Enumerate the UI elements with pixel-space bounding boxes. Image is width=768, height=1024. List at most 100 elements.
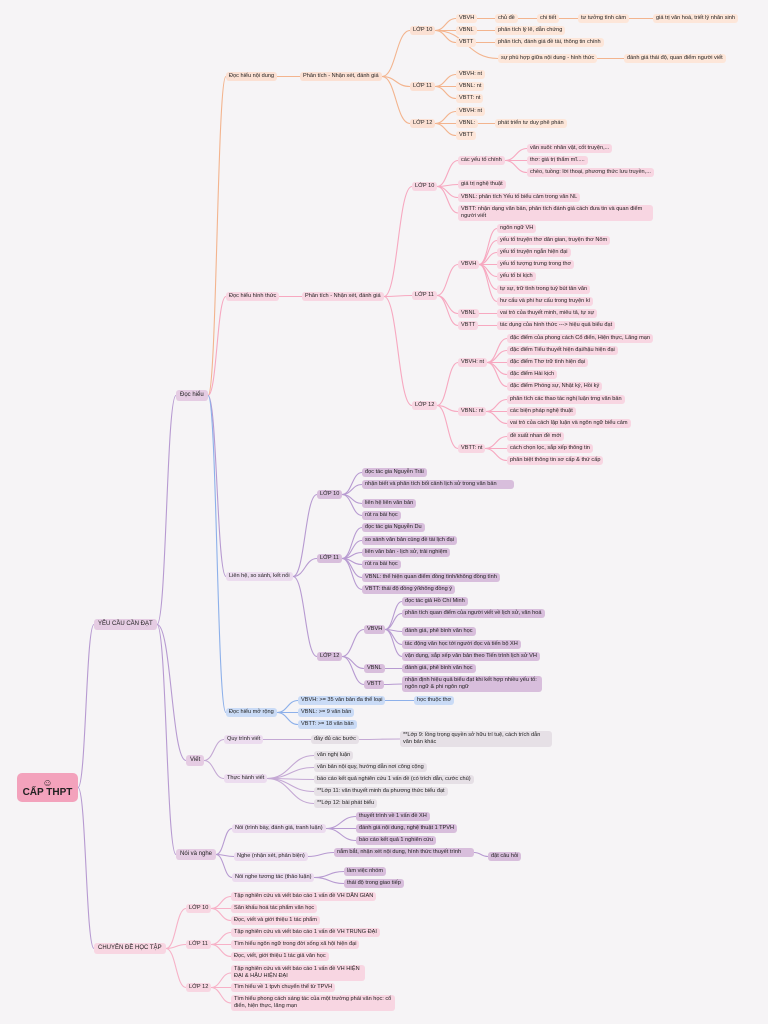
dhht-l11-item-0[interactable]: ngôn ngữ VH — [497, 224, 537, 233]
dhnd-chu-de[interactable]: chủ đề — [495, 14, 518, 23]
lhsk-l10-item-1[interactable]: nhận biết và phân tích bối cảnh lịch sử … — [362, 480, 514, 489]
dhnd-lop-10[interactable]: LỚP 10 — [410, 26, 436, 35]
branch-doc-hieu[interactable]: Đọc hiểu — [176, 390, 208, 401]
lhsk-vbtt[interactable]: VBTT — [364, 680, 385, 689]
lhsk-l10-item-3[interactable]: rút ra bài học — [362, 511, 401, 520]
lhsk-vbvh[interactable]: VBVH — [364, 625, 386, 634]
lhsk-l11-item-3[interactable]: rút ra bài học — [362, 560, 401, 569]
dhht-vbvh-12[interactable]: VBVH: nt — [458, 358, 488, 367]
chuyen-de-l11-item-0[interactable]: Tập nghiên cứu và viết báo cáo 1 vấn đề … — [231, 928, 380, 937]
lhsk-l12-vh-1[interactable]: phân tích quan điểm của người viết về lị… — [402, 609, 545, 618]
lhsk-l10-item-0[interactable]: đọc tác gia Nguyễn Trãi — [362, 468, 427, 477]
dhnd-phu-hop[interactable]: sự phù hợp giữa nội dung - hình thức — [498, 54, 598, 63]
dhnd-vbtt-text[interactable]: phân tích, đánh giá đề tài, thông tin ch… — [495, 38, 604, 47]
noi-item-0[interactable]: thuyết trình về 1 vấn đề XH — [356, 812, 430, 821]
dhht-lop-12[interactable]: LỚP 12 — [412, 401, 438, 410]
dhht-l12-vh-0[interactable]: đặc điểm của phong cách Cổ điển, Hiện th… — [507, 334, 653, 343]
dhnd-vbtt[interactable]: VBTT — [456, 38, 477, 47]
dhht-cheo[interactable]: chèo, tuồng: lời thoại, phương thức lưu … — [527, 168, 654, 177]
dhnd-lop-12[interactable]: LỚP 12 — [410, 119, 436, 128]
chuyen-de-lop-10[interactable]: LỚP 10 — [186, 904, 212, 913]
dhnd-lop-11[interactable]: LỚP 11 — [410, 82, 435, 91]
dhht-vbtt-10[interactable]: VBTT: nhận dạng văn bản, phân tích đánh … — [458, 205, 653, 221]
lhsk-l11-item-0[interactable]: đọc tác gia Nguyễn Du — [362, 523, 425, 532]
noi-item-1[interactable]: đánh giá nội dung, nghệ thuật 1 TPVH — [356, 824, 458, 833]
doc-hieu-mo-rong[interactable]: Đọc hiểu mở rộng — [226, 708, 277, 717]
lhsk-lop-11[interactable]: LỚP 11 — [317, 554, 342, 563]
dhnd-tu-tuong[interactable]: tư tưởng tình cảm — [578, 14, 630, 23]
dhnd-phan-tich[interactable]: Phân tích - Nhận xét, đánh giá — [300, 72, 382, 81]
dhnd-l12-vbnl-text[interactable]: phát triển tư duy phê phán — [495, 119, 567, 128]
dhht-l12-nl-0[interactable]: phân tích các thao tác nghị luận trng vă… — [507, 395, 625, 404]
lhsk-l10-item-2[interactable]: liên hệ liên văn bản — [362, 499, 417, 508]
lhsk-lop-12[interactable]: LỚP 12 — [317, 652, 343, 661]
dhht-vbnl-12[interactable]: VBNL: nt — [458, 407, 487, 416]
lhsk-l12-vh-0[interactable]: đọc tác giả Hồ Chí Minh — [402, 597, 468, 606]
branch-noi-nghe[interactable]: Nói và nghe — [176, 849, 217, 860]
dhnd-gia-tri[interactable]: giá trị văn hoá, triết lý nhân sinh — [653, 14, 738, 23]
dhnd-l11-vbtt[interactable]: VBTT: nt — [456, 94, 484, 103]
dhnd-l12-vbtt[interactable]: VBTT — [456, 131, 477, 140]
tuong-tac-item-0[interactable]: làm việc nhóm — [344, 867, 387, 876]
lhsk-vbtt-text[interactable]: nhận định hiệu quả biểu đạt khi kết hợp … — [402, 676, 542, 692]
dhnd-vbvh[interactable]: VBVH — [456, 14, 478, 23]
noi-trinh-bay[interactable]: Nói (trình bày, đánh giá, tranh luận) — [232, 824, 326, 833]
lhsk-vbnl[interactable]: VBNL — [364, 664, 385, 673]
viet-thuc-hanh[interactable]: Thực hành viết — [224, 774, 268, 783]
dhht-l12-tt-0[interactable]: đề xuất nhan đề mới — [507, 432, 565, 441]
doc-hieu-hinh-thuc[interactable]: Đọc hiểu hình thức — [226, 292, 280, 301]
lhsk-l11-item-4[interactable]: VBNL: thể hiện quan điểm đồng tình/không… — [362, 573, 500, 582]
nghe-dat-cau-hoi[interactable]: đặt câu hỏi — [488, 852, 522, 861]
dhht-l12-tt-2[interactable]: phân biệt thông tin sơ cấp & thứ cấp — [507, 456, 604, 465]
dhht-vbnl-11[interactable]: VBNL — [458, 309, 479, 318]
dhht-l11-item-1[interactable]: yếu tố truyện thơ dân gian, truyện thơ N… — [497, 236, 611, 245]
viet-item-1[interactable]: văn bản nội quy, hướng dẫn nơi công cộng — [314, 763, 427, 772]
chuyen-de-l12-item-1[interactable]: Tìm hiểu về 1 tpvh chuyển thể từ TPVH — [231, 983, 336, 992]
dhht-phan-tich[interactable]: Phân tích - Nhận xét, đánh giá — [302, 292, 384, 301]
dhht-l12-nl-1[interactable]: các biện pháp nghệ thuật — [507, 407, 576, 416]
dhmr-hoc-thuoc-tho[interactable]: học thuộc thơ — [414, 696, 455, 705]
branch-chuyen-de[interactable]: CHUYÊN ĐỀ HỌC TẬP — [94, 943, 166, 954]
dhmr-item-1[interactable]: VBNL: >= 9 văn bản — [298, 708, 355, 717]
lhsk-l12-vh-4[interactable]: vận dụng, sắp xếp văn bản theo Tiến trìn… — [402, 652, 540, 661]
lhsk-l11-item-2[interactable]: liên văn bản - lịch sử, trải nghiệm — [362, 548, 451, 557]
viet-lop-9-note[interactable]: **Lớp 9: lồng trọng quyền sở hữu trí tuệ… — [400, 731, 552, 747]
branch-viet[interactable]: Viết — [186, 755, 205, 766]
dhht-l12-vh-1[interactable]: đặc điểm Tiểu thuyết hiện đại/hậu hiện đ… — [507, 346, 618, 355]
dhht-l12-nl-2[interactable]: vai trò của cách lập luận và ngôn ngữ bi… — [507, 419, 631, 428]
viet-quy-trinh[interactable]: Quy trình viết — [224, 735, 264, 744]
dhht-vbtt-11-text[interactable]: tác dụng của hình thức ---> hiệu quả biể… — [497, 321, 616, 330]
dhnd-l12-vbvh[interactable]: VBVH: nt — [456, 107, 486, 116]
lhsk-l11-item-1[interactable]: so sánh văn bản cùng đề tài lịch đại — [362, 536, 457, 545]
chuyen-de-l10-item-2[interactable]: Đọc, viết và giới thiệu 1 tác phẩm — [231, 916, 320, 925]
dhht-vbtt-11[interactable]: VBTT — [458, 321, 479, 330]
dhht-vbvh-11[interactable]: VBVH — [458, 260, 480, 269]
lhsk-l12-vh-2[interactable]: đánh giá, phê bình văn học — [402, 627, 476, 636]
viet-item-3[interactable]: **Lớp 11: văn thuyết minh đa phương thức… — [314, 787, 448, 796]
dhht-l12-vh-3[interactable]: đặc điểm Hài kịch — [507, 370, 558, 379]
chuyen-de-l12-item-2[interactable]: Tìm hiểu phong cách sáng tác của một trư… — [231, 995, 395, 1011]
dhnd-vbnl-text[interactable]: phân tích lý lẽ, dẫn chứng — [495, 26, 566, 35]
dhht-l12-vh-4[interactable]: đặc điểm Phóng sự, Nhật ký, Hồi ký — [507, 382, 603, 391]
lien-he-so-sanh[interactable]: Liên hệ, so sánh, kết nối — [226, 572, 293, 581]
noi-nghe-tuong-tac[interactable]: Nói nghe tương tác (thảo luận) — [232, 873, 315, 882]
dhnd-chi-tiet[interactable]: chi tiết — [537, 14, 560, 23]
lhsk-lop-10[interactable]: LỚP 10 — [317, 490, 343, 499]
chuyen-de-lop-11[interactable]: LỚP 11 — [186, 940, 211, 949]
lhsk-l12-vh-3[interactable]: tác động văn học tới người đọc và tiến b… — [402, 640, 521, 649]
dhht-vbtt-12[interactable]: VBTT: nt — [458, 444, 486, 453]
chuyen-de-l11-item-1[interactable]: Tìm hiểu ngôn ngữ trong đời sống xã hội … — [231, 940, 360, 949]
dhmr-item-2[interactable]: VBTT: >= 18 văn bản — [298, 720, 357, 729]
dhnd-l11-vbvh[interactable]: VBVH: nt — [456, 70, 486, 79]
dhht-vbnl-11-text[interactable]: vai trò của thuyết minh, miêu tả, tự sự — [497, 309, 598, 318]
dhht-l11-item-4[interactable]: yếu tố bi kịch — [497, 272, 536, 281]
dhht-van-xuoi[interactable]: văn xuôi: nhân vật, cốt truyện,... — [527, 144, 613, 153]
chuyen-de-lop-12[interactable]: LỚP 12 — [186, 983, 212, 992]
dhnd-l11-vbnl[interactable]: VBNL: nt — [456, 82, 485, 91]
dhht-yeu-to-chinh[interactable]: các yếu tố chính — [458, 156, 505, 165]
dhnd-vbnl[interactable]: VBNL — [456, 26, 477, 35]
lhsk-l11-item-5[interactable]: VBTT: thái độ đồng ý/không đồng ý — [362, 585, 456, 594]
chuyen-de-l12-item-0[interactable]: Tập nghiên cứu và viết báo cáo 1 vấn đề … — [231, 965, 365, 981]
dhht-gia-tri-nt[interactable]: giá trị nghệ thuật — [458, 180, 506, 189]
dhht-tho[interactable]: thơ: giá trị thẩm mĩ..... — [527, 156, 588, 165]
